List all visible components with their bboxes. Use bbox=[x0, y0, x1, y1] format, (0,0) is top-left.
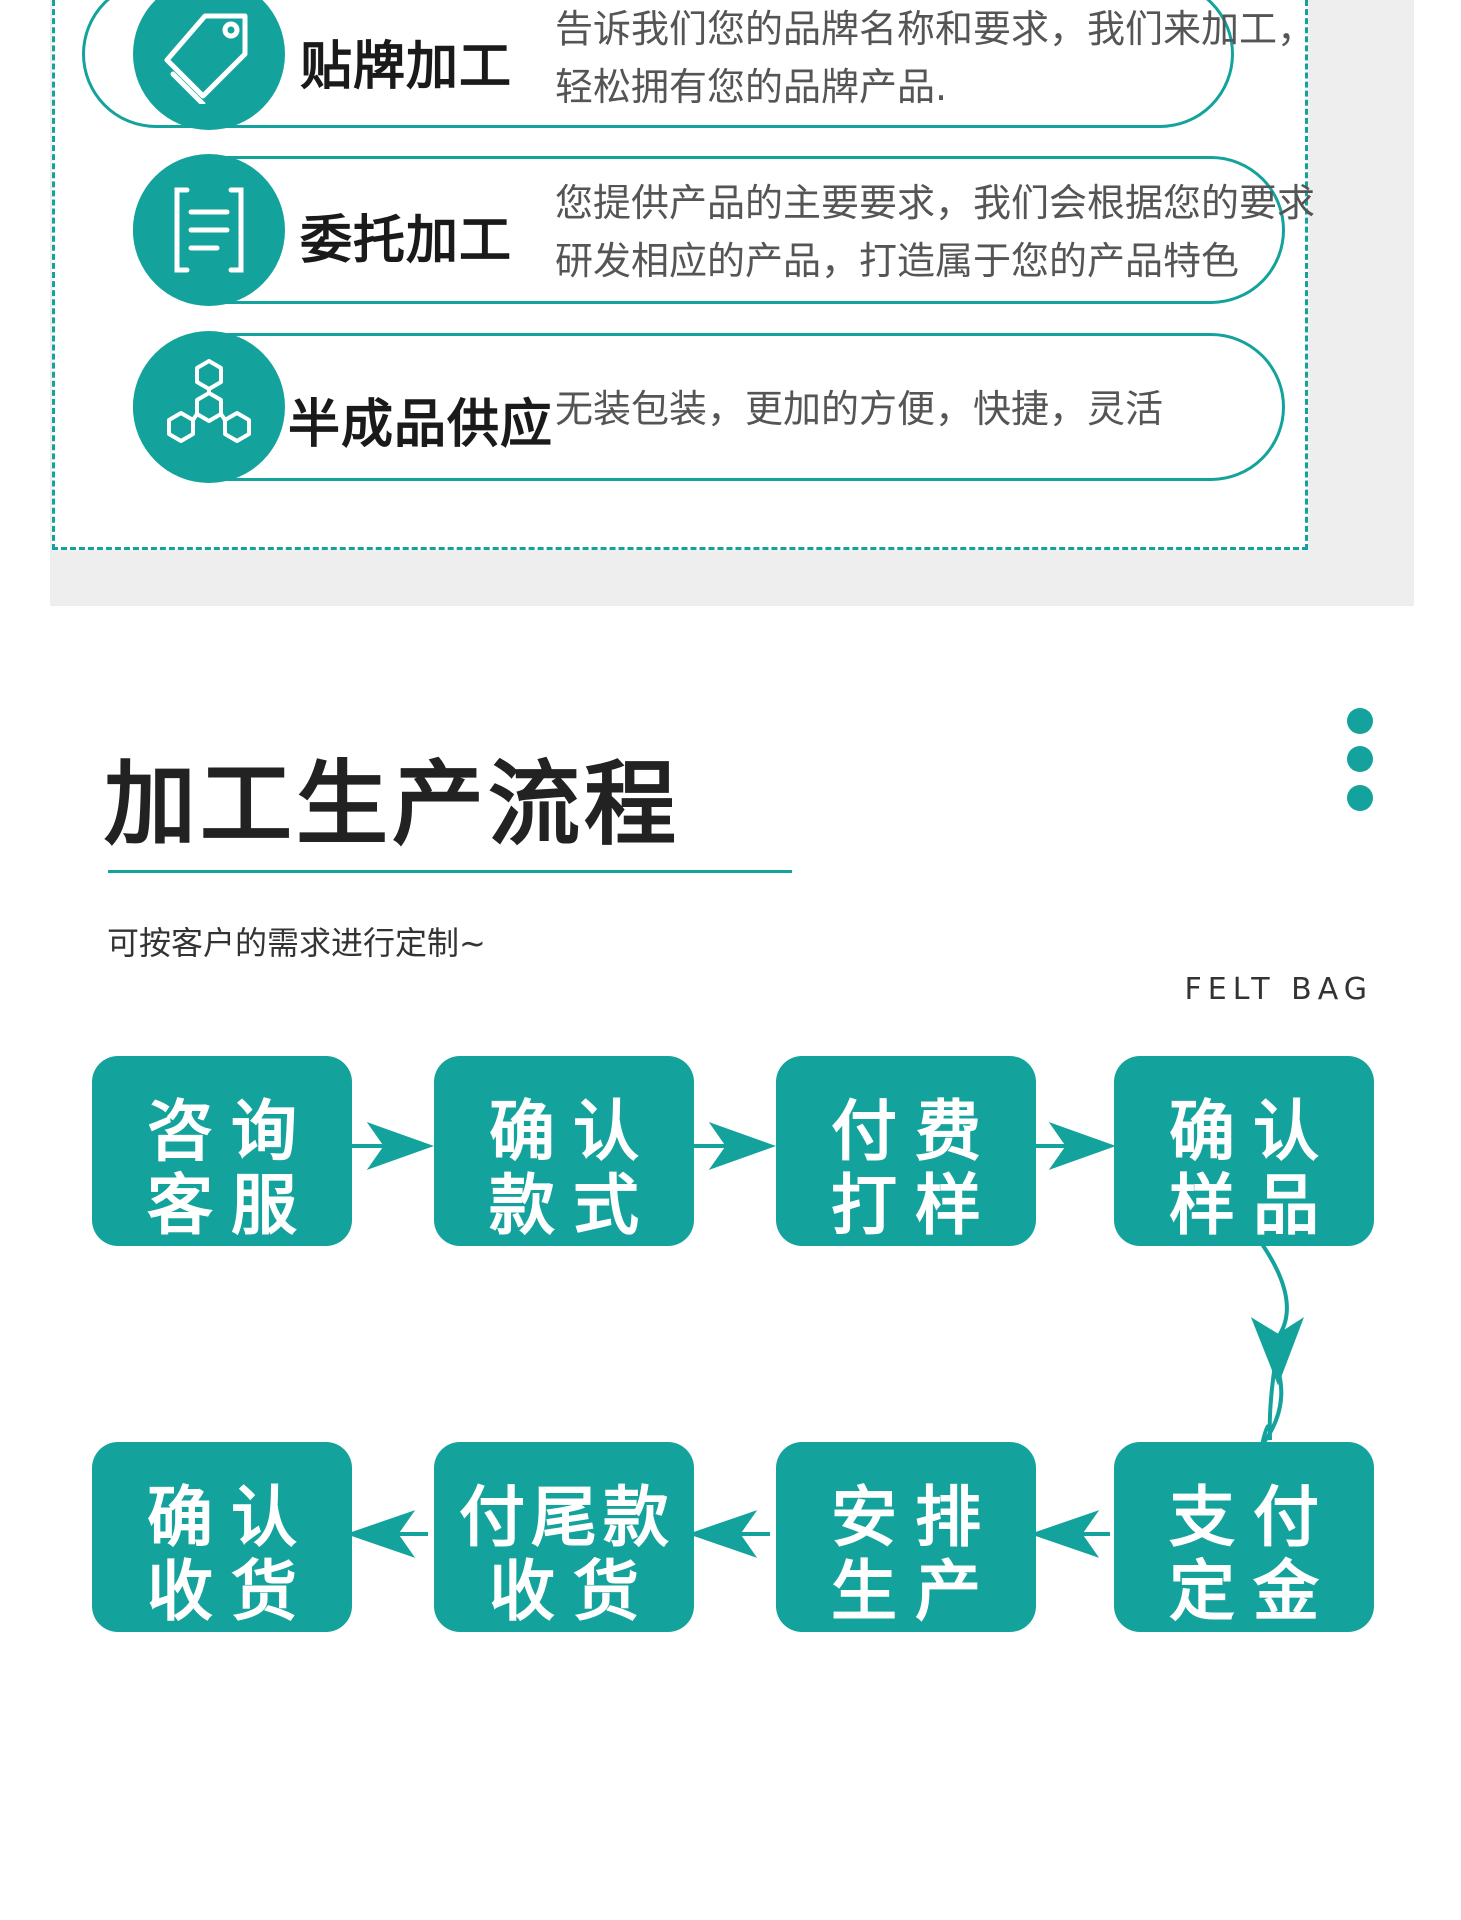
service-card-commission bbox=[133, 156, 1285, 304]
subtitle: 可按客户的需求进行定制~ bbox=[107, 924, 486, 962]
service-title: 贴牌加工 bbox=[300, 37, 513, 97]
step-consult-service: 咨询 客服 bbox=[92, 1056, 352, 1246]
step-label: 付费 bbox=[831, 1093, 999, 1170]
step-label: 客服 bbox=[147, 1167, 315, 1244]
step-pay-sample: 付费 打样 bbox=[776, 1056, 1036, 1246]
service-icon-circle bbox=[133, 0, 285, 130]
step-label: 确认 bbox=[1169, 1093, 1337, 1170]
page-title: 加工生产流程 bbox=[104, 751, 681, 858]
step-label: 付尾款 bbox=[459, 1479, 675, 1556]
service-icon-circle bbox=[133, 331, 285, 483]
step-arrange-production: 安排 生产 bbox=[776, 1442, 1036, 1632]
step-confirm-receipt: 确认 收货 bbox=[92, 1442, 352, 1632]
service-title: 半成品供应 bbox=[288, 395, 554, 455]
decor-dot bbox=[1347, 785, 1373, 811]
flow-arrows bbox=[345, 1122, 1305, 1558]
step-label: 打样 bbox=[831, 1167, 999, 1244]
arrow-right-icon bbox=[694, 1122, 776, 1170]
step-confirm-style: 确认 款式 bbox=[434, 1056, 694, 1246]
arrow-right-icon bbox=[1036, 1122, 1116, 1170]
step-label: 样品 bbox=[1169, 1167, 1337, 1244]
hexagon-network-icon bbox=[167, 359, 251, 443]
step-label: 确认 bbox=[489, 1093, 657, 1170]
service-description: 无装包装，更加的方便，快捷，灵活 bbox=[555, 387, 1164, 431]
step-final-payment-receive: 付尾款 收货 bbox=[434, 1442, 694, 1632]
step-pay-deposit: 支付 定金 bbox=[1114, 1442, 1374, 1632]
arrow-left-icon bbox=[345, 1510, 428, 1558]
arrow-left-icon bbox=[1029, 1510, 1110, 1558]
service-icon-circle bbox=[133, 154, 285, 306]
service-card-semi-finished bbox=[133, 333, 1285, 481]
service-title: 委托加工 bbox=[300, 211, 513, 271]
arrow-right-icon bbox=[352, 1122, 434, 1170]
step-label: 定金 bbox=[1169, 1553, 1337, 1630]
step-label: 咨询 bbox=[147, 1093, 315, 1170]
step-label: 确认 bbox=[147, 1479, 315, 1556]
document-icon bbox=[174, 187, 244, 273]
step-label: 生产 bbox=[831, 1553, 999, 1630]
step-label: 安排 bbox=[831, 1479, 999, 1556]
tag-icon bbox=[164, 13, 248, 104]
step-label: 收货 bbox=[489, 1553, 657, 1630]
step-label: 款式 bbox=[489, 1167, 657, 1244]
arrow-left-icon bbox=[687, 1510, 770, 1558]
service-description: 告诉我们您的品牌名称和要求，我们来加工，轻松拥有您的品牌产品. bbox=[555, 7, 1316, 109]
brand-tag: FELT BAG bbox=[1184, 972, 1373, 1007]
arrow-down-curve-icon bbox=[1250, 1242, 1305, 1447]
step-label: 支付 bbox=[1169, 1479, 1337, 1556]
step-confirm-sample: 确认 样品 bbox=[1114, 1056, 1374, 1246]
decor-dot bbox=[1347, 708, 1373, 734]
step-label: 收货 bbox=[147, 1553, 315, 1630]
service-description: 您提供产品的主要要求，我们会根据您的要求研发相应的产品，打造属于您的产品特色 bbox=[555, 181, 1316, 283]
title-underline bbox=[108, 870, 792, 873]
decor-dot bbox=[1347, 746, 1373, 772]
